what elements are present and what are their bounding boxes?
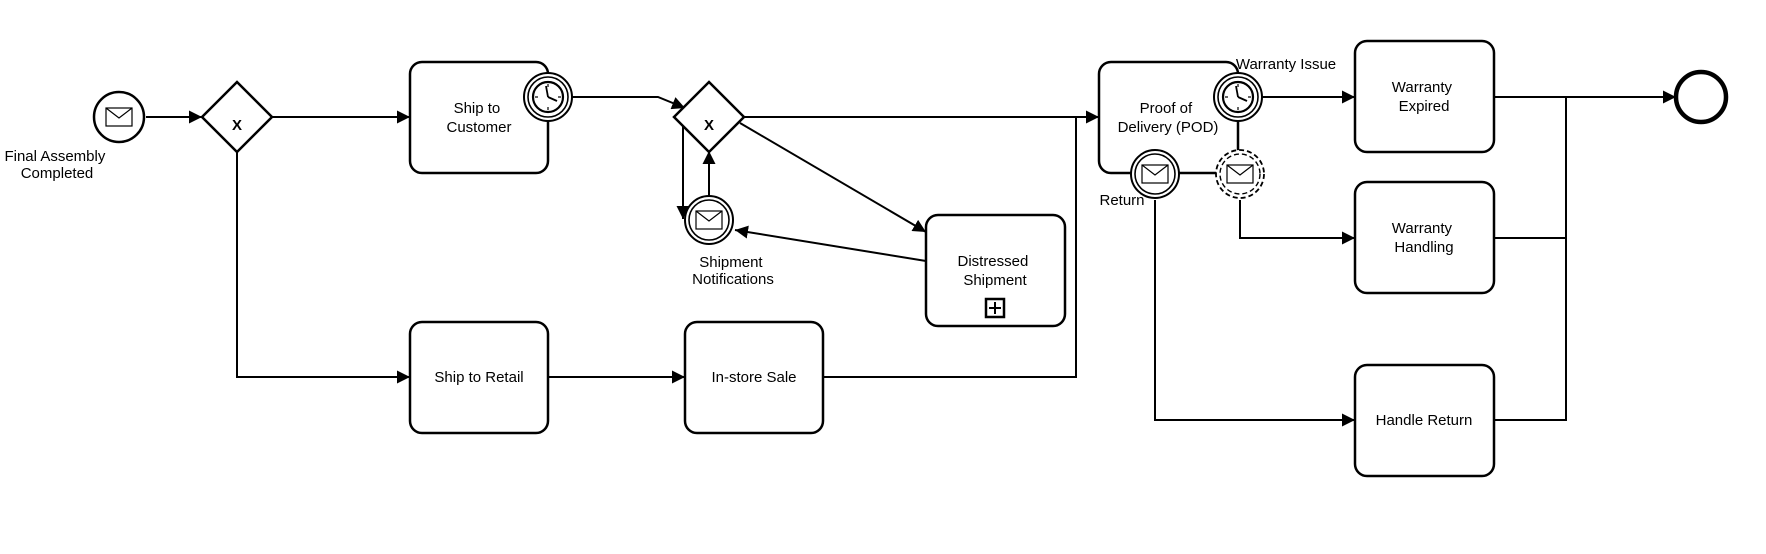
envelope-icon	[1226, 164, 1254, 184]
message-boundary-event-non-interrupting[interactable]	[1215, 149, 1265, 199]
task-instore-sale[interactable]: In-store Sale	[683, 320, 825, 435]
task-ship-to-customer-line-2: Customer	[446, 119, 511, 136]
clock-icon	[531, 80, 565, 114]
distressed-shipment-line-1: Distressed	[957, 253, 1028, 270]
return-label: Return	[1099, 192, 1144, 209]
timer-boundary-event-warranty[interactable]	[1213, 72, 1263, 122]
envelope-icon	[695, 210, 723, 230]
intermediate-event-shipment-notifications[interactable]	[684, 195, 734, 245]
envelope-icon	[1141, 164, 1169, 184]
task-ship-to-retail-label: Ship to Retail	[434, 369, 523, 386]
shipment-notifications-line-2: Notifications	[692, 271, 774, 288]
warranty-issue-label: Warranty Issue	[1236, 56, 1336, 73]
flow-warranty-message-to-warranty-handling[interactable]	[1239, 200, 1355, 245]
task-ship-to-retail[interactable]: Ship to Retail	[408, 320, 550, 435]
flow-distressed-shipment-to-notifications[interactable]	[734, 225, 927, 262]
flow-merge-gateway-to-distressed-shipment[interactable]	[739, 122, 927, 233]
gateway-x-marker: X	[232, 117, 242, 134]
start-event-label: Final Assembly Completed	[4, 148, 109, 182]
flow-ship-to-customer-timer-to-merge-gateway[interactable]	[572, 96, 686, 110]
proof-of-delivery-line-1: Proof of	[1140, 100, 1193, 117]
start-event-label-line-1: Final Assembly	[4, 148, 105, 165]
distressed-shipment-line-2: Shipment	[963, 272, 1027, 289]
flow-handle-return-to-end[interactable]	[1494, 97, 1567, 421]
proof-of-delivery-line-2: Delivery (POD)	[1118, 119, 1219, 136]
exclusive-gateway-split[interactable]: X	[200, 80, 274, 154]
flow-return-to-handle-return[interactable]	[1154, 200, 1355, 427]
task-ship-to-customer-line-1: Ship to	[454, 100, 501, 117]
shipment-notifications-line-1: Shipment	[699, 254, 763, 271]
gateway-x-marker: X	[704, 117, 714, 134]
sequence-flows	[146, 90, 1676, 427]
task-warranty-handling-label: Warranty Handling	[1392, 220, 1456, 256]
task-warranty-expired[interactable]: Warranty Expired	[1353, 39, 1496, 154]
start-event-final-assembly[interactable]	[92, 90, 146, 144]
task-ship-to-customer[interactable]: Ship to Customer	[408, 60, 550, 175]
warranty-handling-line-1: Warranty	[1392, 220, 1453, 237]
start-event-label-line-2: Completed	[21, 165, 94, 182]
message-boundary-event-return[interactable]	[1130, 149, 1180, 199]
task-handle-return-label: Handle Return	[1376, 412, 1473, 429]
task-proof-of-delivery-label: Proof of Delivery (POD)	[1118, 100, 1219, 136]
timer-boundary-event-ship[interactable]	[523, 72, 573, 122]
flow-instore-sale-to-pod[interactable]	[823, 117, 1077, 378]
clock-icon	[1221, 80, 1255, 114]
warranty-handling-line-2: Handling	[1394, 239, 1453, 256]
exclusive-gateway-merge[interactable]: X	[672, 80, 746, 154]
task-warranty-expired-label: Warranty Expired	[1392, 79, 1456, 115]
warranty-expired-line-1: Warranty	[1392, 79, 1453, 96]
end-event[interactable]	[1673, 69, 1729, 125]
task-instore-sale-label: In-store Sale	[711, 369, 796, 386]
subprocess-distressed-shipment-label: Distressed Shipment	[957, 253, 1032, 289]
warranty-expired-line-2: Expired	[1399, 98, 1450, 115]
shipment-notifications-label: Shipment Notifications	[692, 254, 774, 288]
subprocess-distressed-shipment[interactable]: Distressed Shipment	[924, 213, 1067, 328]
task-ship-to-customer-label: Ship to Customer	[446, 100, 511, 136]
flow-warranty-handling-to-end[interactable]	[1494, 97, 1567, 239]
plus-icon[interactable]	[984, 297, 1006, 319]
envelope-icon	[105, 107, 133, 127]
flow-split-to-ship-to-retail[interactable]	[236, 152, 410, 384]
task-handle-return[interactable]: Handle Return	[1353, 363, 1496, 478]
task-warranty-handling[interactable]: Warranty Handling	[1353, 180, 1496, 295]
